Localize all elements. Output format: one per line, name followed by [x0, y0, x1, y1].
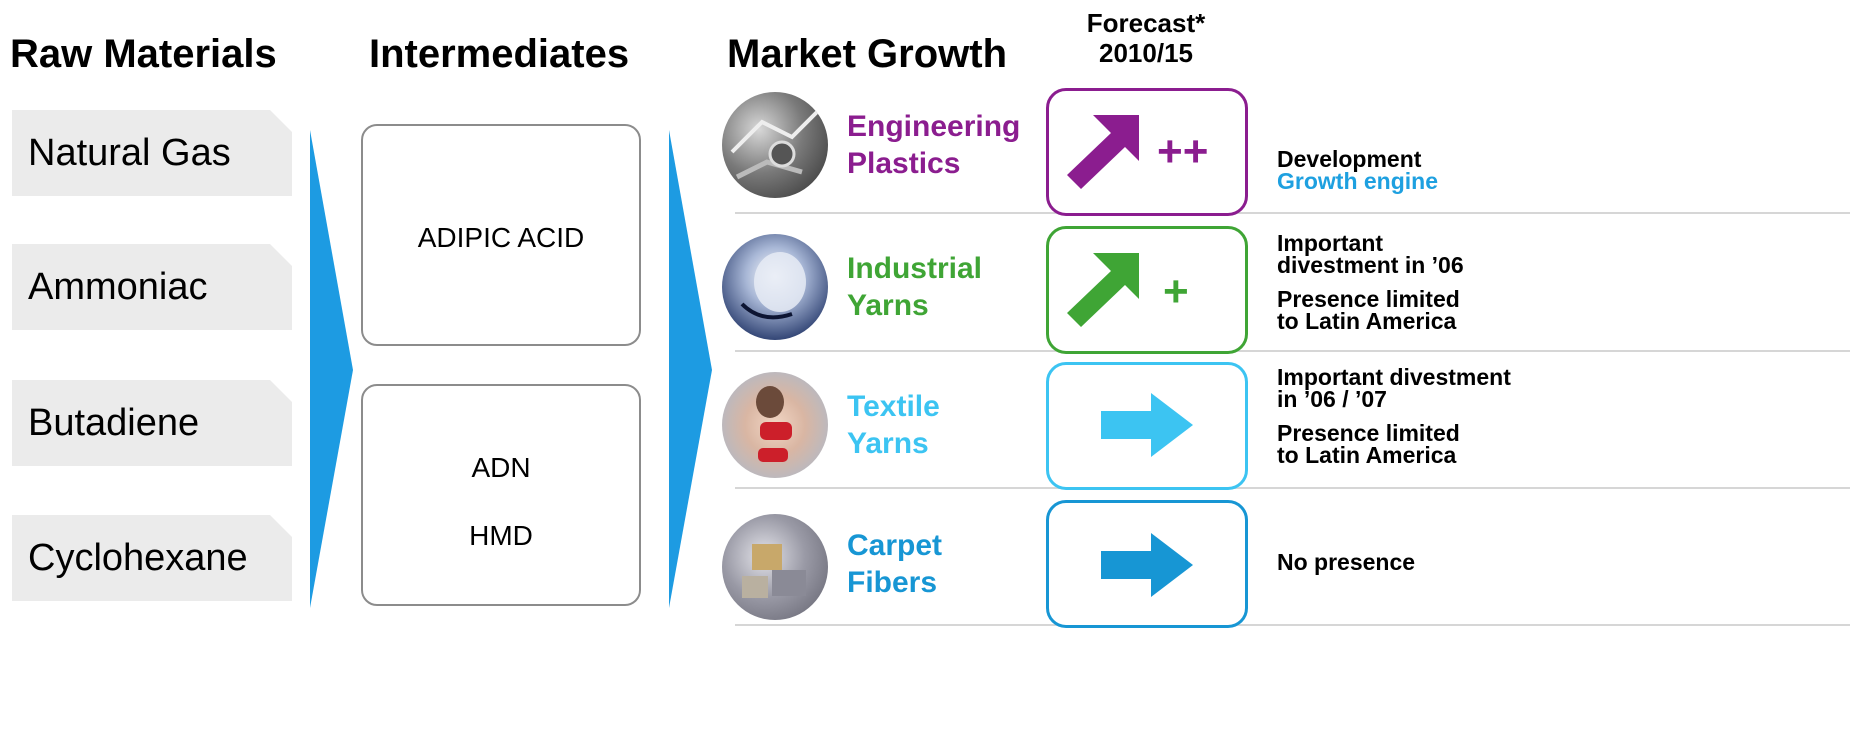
- raw-material-cyclohexane: Cyclohexane: [12, 515, 292, 601]
- raw-material-label: Ammoniac: [28, 265, 208, 308]
- intermediate-box-adn-hmd: ADN HMD: [361, 384, 641, 606]
- yarn-spool-image: [740, 252, 806, 320]
- forecast-box-textile-yarns: [1046, 362, 1248, 490]
- market-growth-header: Market Growth: [727, 32, 1008, 76]
- segment-name-line2: Plastics: [847, 147, 961, 180]
- segment-name-line1: Textile: [847, 390, 940, 423]
- note-line: divestment in ’06: [1277, 252, 1464, 278]
- intermediates-header: Intermediates: [369, 32, 630, 76]
- row-divider: [735, 212, 1850, 214]
- segment-name-line1: Industrial: [847, 252, 983, 285]
- segment-textile-yarns: Textile Yarns: [847, 388, 940, 462]
- diagonal-up-arrow-icon: [1067, 253, 1139, 327]
- note-industrial-yarns: Important divestment in ’06 Presence lim…: [1277, 230, 1464, 334]
- raw-material-label: Cyclohexane: [28, 536, 248, 579]
- segment-name-line2: Yarns: [847, 427, 929, 460]
- note-line: Presence limited: [1277, 420, 1460, 446]
- right-arrow-icon: [1101, 393, 1193, 457]
- forecast-box-engineering-plastics: ++: [1046, 88, 1248, 216]
- segment-name-line1: Carpet: [847, 529, 943, 562]
- flow-arrow-raw-to-intermediates: [310, 130, 353, 608]
- forecast-symbol: ++: [1157, 127, 1209, 176]
- note-line: No presence: [1277, 549, 1416, 575]
- row-divider: [735, 487, 1850, 489]
- raw-material-ammoniac: Ammoniac: [12, 244, 292, 330]
- note-carpet-fibers: No presence: [1277, 549, 1416, 575]
- segment-name-line2: Fibers: [847, 566, 938, 599]
- note-line: Development: [1277, 146, 1422, 172]
- carpet-samples-image: [742, 544, 806, 598]
- note-line: Important: [1277, 230, 1384, 256]
- forecast-header-line2: 2010/15: [1099, 38, 1193, 68]
- segment-engineering-plastics: Engineering Plastics: [847, 108, 1020, 182]
- right-arrow-icon: [1101, 533, 1193, 597]
- forecast-symbol: +: [1163, 267, 1189, 316]
- forecast-header: Forecast* 2010/15: [1046, 8, 1246, 68]
- note-line: in ’06 / ’07: [1277, 386, 1387, 412]
- intermediate-box-adipic: ADIPIC ACID: [361, 124, 641, 346]
- engineering-plastics-photo: [722, 92, 828, 198]
- raw-material-natural-gas: Natural Gas: [12, 110, 292, 196]
- segment-carpet-fibers: Carpet Fibers: [847, 527, 942, 601]
- raw-material-label: Natural Gas: [28, 131, 231, 174]
- row-divider: [735, 624, 1850, 626]
- industrial-yarns-photo: [722, 234, 828, 340]
- forecast-header-line1: Forecast*: [1086, 8, 1206, 38]
- flow-arrow-intermediates-to-markets: [669, 130, 712, 608]
- raw-material-label: Butadiene: [28, 401, 200, 444]
- intermediate-label-hmd: HMD: [469, 520, 533, 551]
- note-line: to Latin America: [1277, 442, 1457, 468]
- note-engineering-plastics: Development Growth engine: [1277, 146, 1438, 194]
- apparel-model-image: [756, 386, 792, 462]
- raw-materials-header: Raw Materials: [10, 32, 277, 76]
- row-divider: [735, 350, 1850, 352]
- segment-name-line2: Yarns: [847, 289, 929, 322]
- diagonal-up-arrow-icon: [1067, 115, 1139, 189]
- note-textile-yarns: Important divestment in ’06 / ’07 Presen…: [1277, 364, 1511, 468]
- note-line: to Latin America: [1277, 308, 1457, 334]
- carpet-fibers-photo: [722, 514, 828, 620]
- engine-parts-image: [730, 110, 819, 180]
- note-line: Presence limited: [1277, 286, 1460, 312]
- segment-name-line1: Engineering: [847, 110, 1021, 143]
- segment-industrial-yarns: Industrial Yarns: [847, 250, 982, 324]
- forecast-box-carpet-fibers: [1046, 500, 1248, 628]
- note-line-highlight: Growth engine: [1277, 168, 1438, 194]
- intermediate-label-adipic-acid: ADIPIC ACID: [417, 222, 585, 253]
- textile-yarns-photo: [722, 372, 828, 478]
- note-line: Important divestment: [1277, 364, 1511, 390]
- intermediate-label-adn: ADN: [471, 452, 531, 483]
- forecast-box-industrial-yarns: +: [1046, 226, 1248, 354]
- raw-material-butadiene: Butadiene: [12, 380, 292, 466]
